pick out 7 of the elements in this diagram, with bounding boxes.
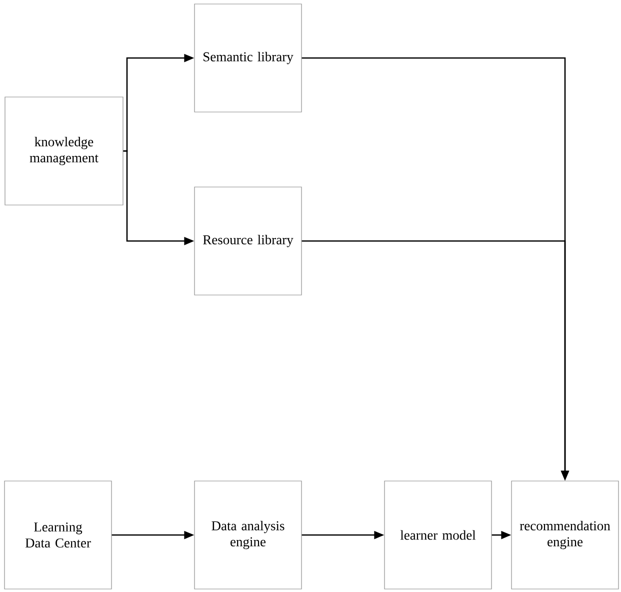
- process-box: Resource library: [194, 186, 302, 296]
- process-box: recommendation engine: [511, 480, 619, 590]
- process-box: Learning Data Center: [4, 480, 112, 590]
- process-box: knowledge management: [4, 96, 124, 206]
- process-box: Data analysis engine: [194, 480, 302, 590]
- process-box: Semantic library: [194, 4, 302, 112]
- process-box: learner model: [384, 480, 492, 590]
